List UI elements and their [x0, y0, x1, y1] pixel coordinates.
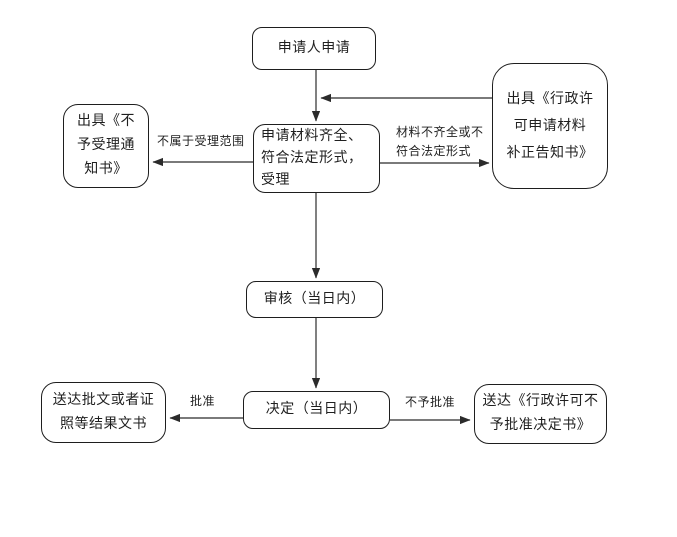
edge-label-not-in-scope: 不属于受理范围 — [157, 134, 245, 148]
node-deliver-approval-line2: 照等结果文书 — [60, 416, 147, 432]
edge-label-materials-incomplete: 材料不齐全或不 符合法定形式 — [396, 123, 484, 161]
edge-label-approved: 批准 — [190, 394, 216, 408]
node-deliver-approval-documents: 送达批文或者证 照等结果文书 — [41, 382, 166, 443]
node-accept-line1: 申请材料齐全、 — [261, 128, 363, 144]
edge-label-not-approved: 不予批准 — [405, 395, 456, 409]
node-review-same-day: 审核（当日内） — [246, 281, 383, 318]
node-applicant-apply: 申请人申请 — [252, 27, 376, 70]
node-deliver-denial-line1: 送达《行政许可不 — [482, 394, 599, 409]
node-deliver-approval-line1: 送达批文或者证 — [52, 392, 155, 408]
node-applicant-apply-label: 申请人申请 — [277, 40, 351, 56]
node-accept-application: 申请材料齐全、 符合法定形式， 受理 — [253, 124, 380, 193]
node-rejection-notice-line1: 出具《不 — [77, 114, 135, 129]
node-supplement-notice-line3: 补正告知书》 — [506, 145, 594, 161]
node-deliver-denial-line2: 予批准决定书》 — [489, 418, 592, 433]
edge-label-materials-incomplete-line2: 符合法定形式 — [396, 144, 472, 158]
node-accept-line3: 受理 — [261, 172, 290, 188]
edge-label-materials-incomplete-line1: 材料不齐全或不 — [396, 125, 484, 139]
node-decision-label: 决定（当日内） — [265, 402, 368, 417]
node-rejection-notice-line2: 予受理通 — [77, 138, 135, 153]
node-deliver-denial-decision: 送达《行政许可不 予批准决定书》 — [474, 384, 607, 444]
node-rejection-notice-line3: 知书》 — [84, 162, 128, 177]
node-review-label: 审核（当日内） — [263, 291, 366, 307]
node-supplement-notice-line1: 出具《行政许 — [506, 91, 594, 107]
node-rejection-notice: 出具《不 予受理通 知书》 — [63, 104, 149, 188]
node-decision-same-day: 决定（当日内） — [243, 391, 390, 429]
node-supplement-notice-line2: 可申请材料 — [513, 118, 587, 134]
node-supplement-notice: 出具《行政许 可申请材料 补正告知书》 — [492, 63, 608, 189]
node-accept-line2: 符合法定形式， — [261, 150, 363, 166]
